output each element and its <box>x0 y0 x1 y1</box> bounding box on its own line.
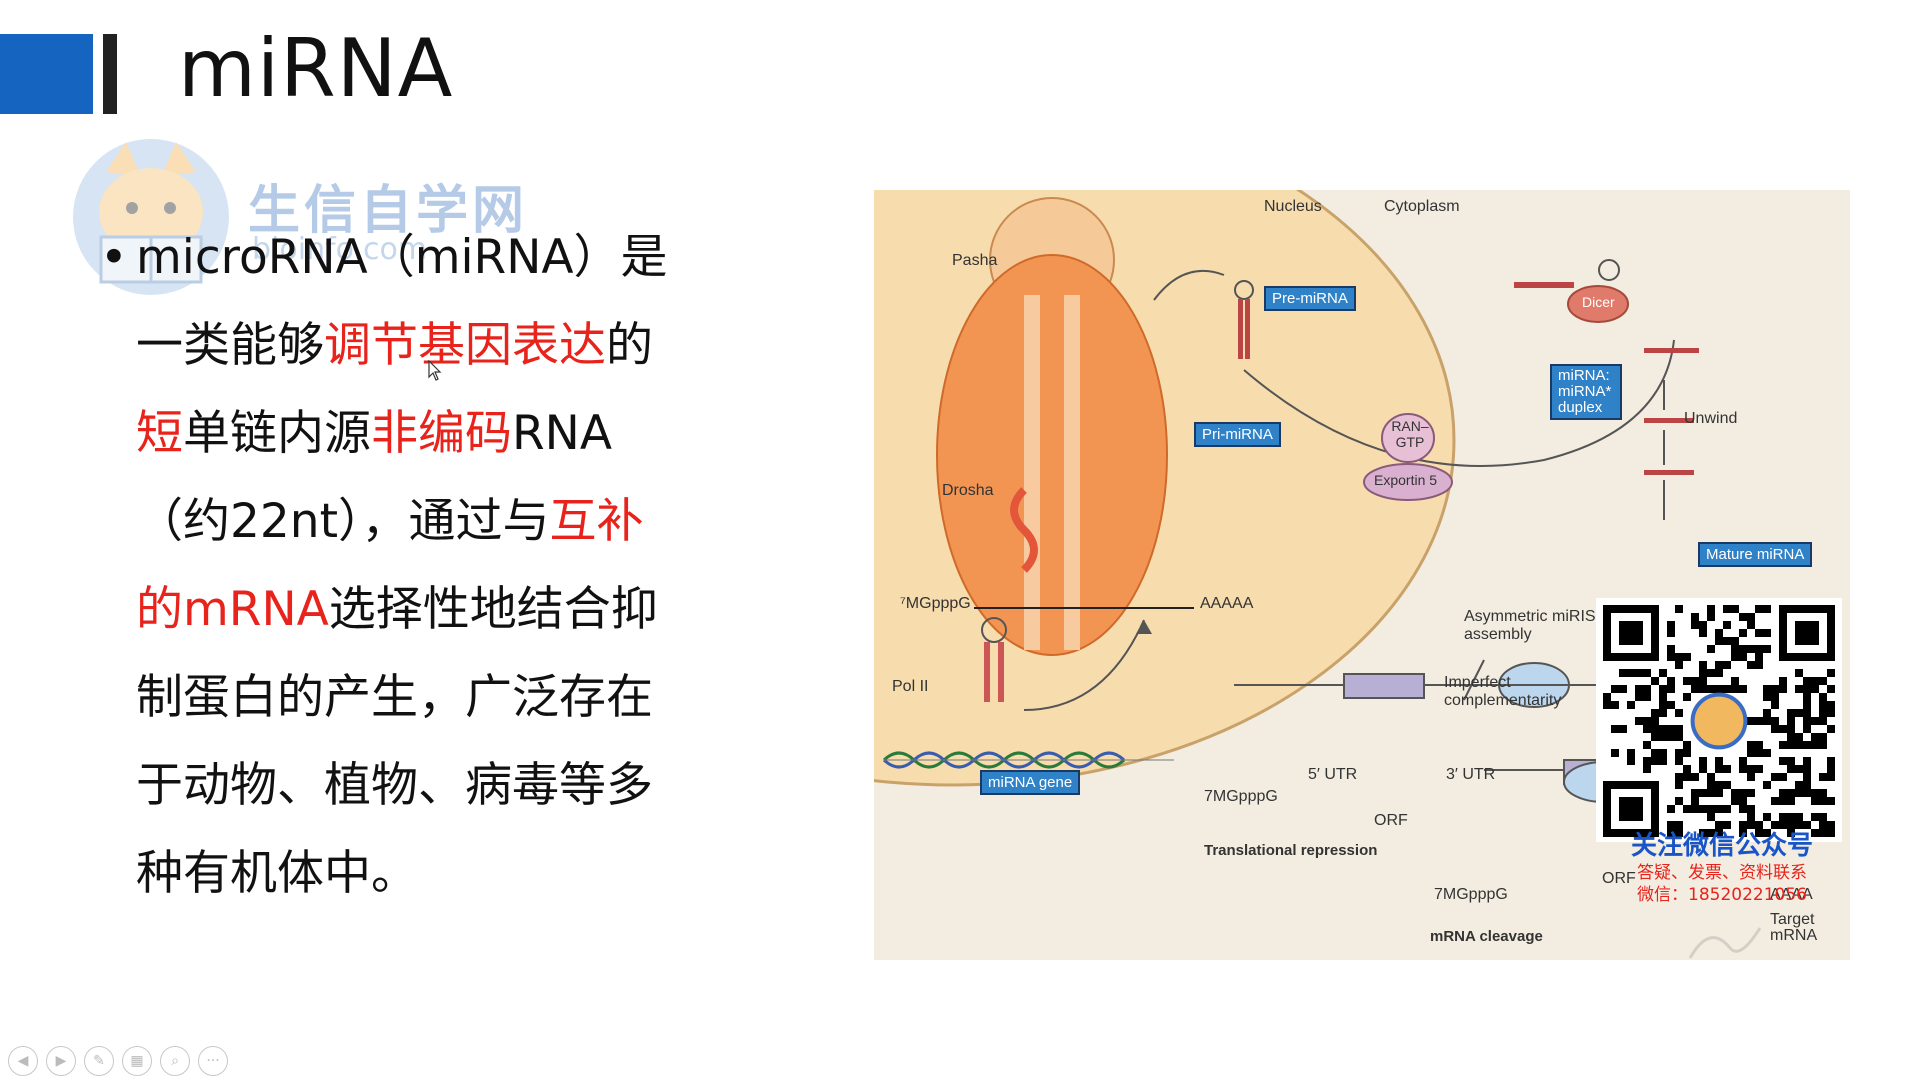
highlighted-term: 互补 <box>549 494 644 549</box>
more-options-icon[interactable]: ··· <box>198 1046 228 1076</box>
body-text-segment: （约22nt），通过与 <box>136 494 550 549</box>
fox-logo-icon <box>73 139 229 295</box>
label-pol2: Pol II <box>892 678 929 695</box>
qr-caption-sub2: 微信：18520221056 <box>1637 885 1807 905</box>
title-accent-bar <box>103 34 117 114</box>
highlighted-term: 的mRNA <box>136 582 329 637</box>
label-exportin: Exportin 5 <box>1374 472 1438 488</box>
label-polya-1: AAAAA <box>1200 595 1254 612</box>
body-text-segment: 于动物、植物、病毒等多 <box>136 758 653 813</box>
label-translational-repression: Translational repression <box>1204 842 1378 859</box>
label-ran-gtp: RAN–GTP <box>1391 418 1429 450</box>
box-mirna-gene: miRNA gene <box>980 770 1081 795</box>
bullet-body-text: •microRNA（miRNA）是一类能够调节基因表达的短单链内源非编码RNA（… <box>100 214 700 918</box>
body-line: （约22nt），通过与互补 <box>100 478 700 566</box>
label-dicer: Dicer <box>1582 294 1615 310</box>
qr-caption: 关注微信公众号 答疑、发票、资料联系 微信：18520221056 <box>1594 830 1850 906</box>
label-drosha: Drosha <box>942 482 994 499</box>
watermark: 生信自学网 bioinfo.com <box>66 132 586 302</box>
label-asymmetric: Asymmetric miRISC assembly <box>1464 608 1608 643</box>
label-pasha: Pasha <box>952 252 998 269</box>
presentation-toolbar: ◀ ▶ ✎ ▦ ⌕ ··· <box>8 1046 228 1076</box>
body-text-segment: 的 <box>606 318 653 373</box>
label-5utr: 5′ UTR <box>1308 766 1358 783</box>
qr-caption-main: 关注微信公众号 <box>1630 831 1813 861</box>
body-text-segment: 制蛋白的产生，广泛存在 <box>136 670 653 725</box>
highlighted-term: 调节基因表达 <box>324 318 606 373</box>
highlighted-term: 短 <box>136 406 183 461</box>
watermark-url: bioinfo.com <box>252 232 428 267</box>
wechat-qr-code <box>1596 598 1842 842</box>
highlighted-term: 非编码 <box>371 406 512 461</box>
label-cap-3: 7MGpppG <box>1434 886 1508 903</box>
label-cap-2: 7MGpppG <box>1204 788 1278 805</box>
qr-code-icon <box>1603 605 1835 837</box>
zoom-icon[interactable]: ⌕ <box>160 1046 190 1076</box>
body-text-segment: RNA <box>512 406 612 461</box>
label-orf-1: ORF <box>1374 812 1408 829</box>
body-line: 短单链内源非编码RNA <box>100 390 700 478</box>
title-accent-block <box>0 34 93 114</box>
next-slide-icon[interactable]: ▶ <box>46 1046 76 1076</box>
box-mature-mirna: Mature miRNA <box>1698 542 1813 567</box>
label-imperfect: Imperfect complementarity <box>1444 674 1562 709</box>
body-line: 一类能够调节基因表达的 <box>100 302 700 390</box>
mouse-cursor-icon <box>428 360 442 381</box>
body-line: 的mRNA选择性地结合抑 <box>100 566 700 654</box>
box-pri-mirna: Pri-miRNA <box>1194 422 1281 447</box>
box-duplex: miRNA: miRNA* duplex <box>1550 364 1622 420</box>
corner-logo-icon <box>1688 927 1762 959</box>
label-orf-2: ORF <box>1602 870 1636 887</box>
body-text-segment: microRNA（miRNA）是 <box>136 230 668 285</box>
box-pre-mirna: Pre-miRNA <box>1264 286 1356 311</box>
bullet-icon: • <box>100 230 128 285</box>
qr-caption-sub1: 答疑、发票、资料联系 <box>1637 863 1807 883</box>
label-unwind: Unwind <box>1684 410 1738 427</box>
label-3utr: 3′ UTR <box>1446 766 1496 783</box>
body-line: 制蛋白的产生，广泛存在 <box>100 654 700 742</box>
pathway-diagram <box>874 190 1699 803</box>
slide-grid-icon[interactable]: ▦ <box>122 1046 152 1076</box>
body-line: 于动物、植物、病毒等多 <box>100 742 700 830</box>
body-line: 种有机体中。 <box>100 830 700 918</box>
body-text-segment: 一类能够 <box>136 318 324 373</box>
label-mrna-cleavage: mRNA cleavage <box>1430 928 1543 945</box>
watermark-name: 生信自学网 <box>248 181 529 241</box>
slide-title: miRNA <box>178 22 454 115</box>
drosha-oval <box>936 254 1168 656</box>
body-text-segment: 单链内源 <box>183 406 371 461</box>
body-text-segment: 选择性地结合抑 <box>328 582 658 637</box>
label-polya-3: AAAA <box>1770 886 1813 903</box>
label-cytoplasm: Cytoplasm <box>1384 198 1460 215</box>
label-cap-1: ⁷MGpppG <box>900 595 971 612</box>
label-target-mrna: Target mRNA <box>1770 911 1818 944</box>
body-text-segment: 种有机体中。 <box>136 846 418 901</box>
body-line: •microRNA（miRNA）是 <box>100 214 700 302</box>
label-nucleus: Nucleus <box>1264 198 1322 215</box>
prev-slide-icon[interactable]: ◀ <box>8 1046 38 1076</box>
pen-icon[interactable]: ✎ <box>84 1046 114 1076</box>
